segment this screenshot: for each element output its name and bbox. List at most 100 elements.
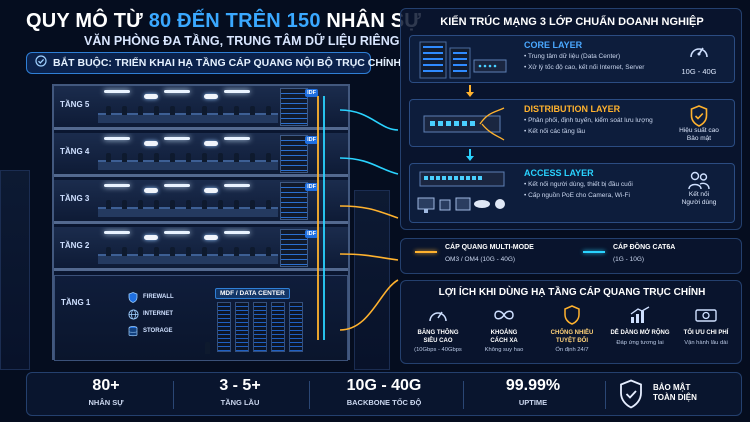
office-worker [186,247,191,256]
architecture-panel: KIẾN TRÚC MẠNG 3 LỚP CHUẨN DOANH NGHIỆP … [400,8,742,230]
shield-check-icon [668,103,730,127]
benefit-subtitle: Ổn định 24/7 [555,347,589,353]
office-worker [218,153,223,162]
benefits-panel: LỢI ÍCH KHI DÙNG HẠ TẦNG CÁP QUANG TRỤC … [400,280,742,364]
benefit-subtitle: (10Gbps - 40Gbps [414,347,462,353]
floor-label: TẦNG 4 [60,147,90,156]
idf-label: IDF [305,183,318,191]
office-worker [170,153,175,162]
benefit-bandwidth: BĂNG THÔNG SIÊU CAO (10Gbps - 40Gbps [407,303,469,363]
users-icon [668,167,730,191]
office-worker [154,247,159,256]
idf-rack [280,182,308,220]
layer-bullet: • Xử lý tốc độ cao, kết nối Internet, Se… [524,64,645,71]
title-highlight: 80 ĐẾN TRÊN 150 [148,10,321,32]
ceiling-light [224,231,250,234]
mdf-label: MDF / DATA CENTER [215,288,290,299]
page-title: QUY MÔ TỪ 80 ĐẾN TRÊN 150 NHÂN SỰ [26,10,421,33]
shield-check-icon [619,379,643,409]
cable-legend: CÁP QUANG MULTI-MODE OM3 / OM4 (10G - 40… [400,238,742,274]
benefit-cost: TỐI ƯU CHI PHÍ Vận hành lâu dài [675,303,737,363]
office-worker [138,247,143,256]
benefit-title: TỐI ƯU CHI PHÍ [683,330,729,336]
office-worker [202,106,207,115]
layer-bullet: • Phân phối, định tuyến, kiểm soát lưu l… [524,117,653,124]
layer-side-info: 10G - 40G [668,39,730,81]
access-switch-icon [416,168,508,220]
office-worker [138,200,143,209]
ceiling-light [224,137,250,140]
office-worker [106,153,111,162]
office-worker [250,153,255,162]
office-worker [122,247,127,256]
office-worker [266,200,271,209]
office-worker [234,247,239,256]
office-worker [122,106,127,115]
ceiling-light [104,137,130,140]
layer-side-info: Hiệu suất cao Bảo mật [668,103,730,145]
technician-figure [205,342,210,354]
office-worker [218,106,223,115]
benefit-distance: KHOẢNG CÁCH XA Không suy hao [473,303,535,363]
stat-divider [173,381,174,409]
core-layer-card: CORE LAYER • Trung tâm dữ liệu (Data Cen… [409,35,735,83]
wifi-access-point [204,235,218,240]
growth-chart-icon [609,303,671,327]
office-worker [122,200,127,209]
office-worker [122,153,127,162]
money-icon [675,303,737,327]
server-rack [271,302,285,352]
office-worker [106,200,111,209]
title-suffix: NHÂN SỰ [320,10,422,32]
globe-icon [127,308,139,320]
idf-rack [280,229,308,267]
stat-divider [309,381,310,409]
service-storage: STORAGE [127,324,197,338]
service-label: FIREWALL [143,294,174,300]
ceiling-light [164,137,190,140]
stat-value: 3 - 5+ [219,377,261,394]
stat-staff: 80+ NHÂN SỰ [51,377,161,413]
benefit-title: DỄ DÀNG MỞ RỘNG [610,330,670,336]
ceiling-light [104,231,130,234]
architecture-title: KIẾN TRÚC MẠNG 3 LỚP CHUẨN DOANH NGHIỆP [440,16,704,28]
legend-title: CÁP QUANG MULTI-MODE [445,244,534,251]
stat-label: BACKBONE TỐC ĐỘ [346,398,422,407]
service-internet: INTERNET [127,307,197,321]
office-worker [106,106,111,115]
office-worker [266,106,271,115]
office-worker [154,106,159,115]
check-circle-icon [35,54,47,72]
ceiling-light [164,184,190,187]
stat-floors: 3 - 5+ TẦNG LẦU [185,377,295,413]
benefit-subtitle: Vận hành lâu dài [684,339,728,346]
benefit-title: BĂNG THÔNG SIÊU CAO [417,330,459,344]
office-worker [170,200,175,209]
office-worker [154,200,159,209]
shield-icon [127,291,139,303]
stat-backbone: 10G - 40G BACKBONE TỐC ĐỘ [319,377,449,413]
office-worker [250,200,255,209]
wifi-access-point [204,141,218,146]
legend-subtitle: (1G - 10G) [613,256,645,263]
wifi-access-point [144,235,158,240]
page-subtitle: VĂN PHÒNG ĐA TẦNG, TRUNG TÂM DỮ LIỆU RIÊ… [84,34,400,48]
background-tower [0,170,30,370]
benefit-title: CHỐNG NHIỄU TUYỆT ĐỐI [550,330,594,344]
distribution-layer-card: DISTRIBUTION LAYER • Phân phối, định tuy… [409,99,735,147]
wifi-access-point [144,188,158,193]
floor-label: TẦNG 2 [60,241,90,250]
wifi-access-point [204,94,218,99]
office-worker [202,247,207,256]
wifi-access-point [204,188,218,193]
layer-bullet: • Cấp nguồn PoE cho Camera, Wi-Fi [524,192,630,199]
ceiling-light [104,90,130,93]
layer-arrow [466,85,474,97]
office-worker [186,200,191,209]
legend-swatch-copper [583,251,605,253]
stat-label: UPTIME [518,398,548,407]
